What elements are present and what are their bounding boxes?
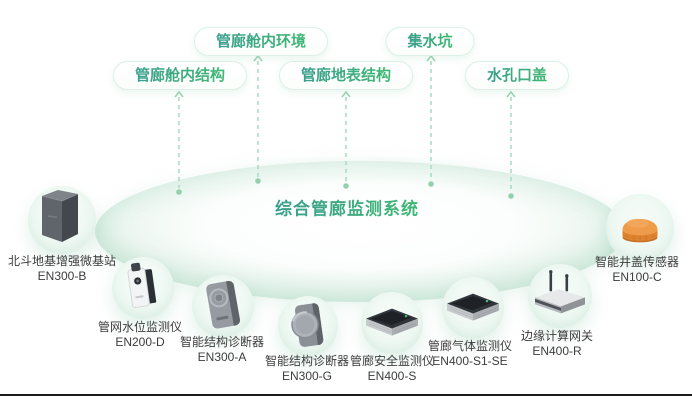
pill-cabin-environment-label: 管廊舱内环境 [215, 33, 307, 50]
device-model: EN300-G [281, 368, 333, 383]
device-name: 北斗地基增强微基站 [7, 254, 117, 268]
pill-surface-structure: 管廊地表结构 [278, 61, 414, 90]
device-label: 管廊安全监测仪 EN400-S [349, 354, 435, 383]
pill-sump-pit-label: 集水坑 [407, 33, 453, 50]
device-label: 智能结构诊断器 EN300-G [264, 354, 350, 383]
device-label: 管廊气体监测仪 EN400-S1-SE [427, 339, 513, 368]
edge-gateway-device-icon [535, 270, 585, 314]
manhole-sensor-device-icon [622, 218, 658, 243]
water-level-device-icon [127, 262, 157, 308]
device-label: 智能井盖传感器 EN100-C [594, 255, 680, 284]
device-name: 管网水位监测仪 [97, 320, 183, 334]
pill-cabin-structure-label: 管廊舱内结构 [134, 67, 226, 84]
device-name: 边缘计算网关 [520, 329, 594, 343]
pill-manhole-cover-label: 水孔口盖 [486, 67, 548, 84]
device-name: 智能结构诊断器 [179, 335, 265, 349]
device-model: EN400-S [367, 368, 417, 383]
device-model: EN100-C [612, 269, 662, 284]
pill-manhole-cover: 水孔口盖 [464, 61, 570, 90]
footer-divider [0, 394, 692, 396]
device-model: EN300-A [197, 349, 247, 364]
system-title: 综合管廊监测系统 [275, 195, 419, 220]
device-name: 管廊气体监测仪 [427, 339, 513, 353]
beidou-tower-device-icon [41, 189, 79, 242]
device-label: 管网水位监测仪 EN200-D [97, 320, 183, 349]
structure-diagnoser-disc-device-icon [291, 303, 324, 347]
device-model: EN400-S1-SE [432, 353, 508, 368]
safety-monitor-device-icon [366, 308, 418, 336]
pill-sump-pit: 集水坑 [385, 27, 475, 56]
pill-cabin-structure: 管廊舱内结构 [112, 61, 248, 90]
gas-monitor-device-icon [447, 293, 499, 321]
device-model: EN200-D [115, 334, 165, 349]
device-name: 智能井盖传感器 [594, 255, 680, 269]
pill-cabin-environment: 管廊舱内环境 [193, 27, 329, 56]
device-label: 边缘计算网关 EN400-R [520, 329, 594, 358]
device-name: 智能结构诊断器 [264, 354, 350, 368]
pill-surface-structure-label: 管廊地表结构 [300, 67, 392, 84]
device-label: 北斗地基增强微基站 EN300-B [7, 254, 117, 283]
device-label: 智能结构诊断器 EN300-A [179, 335, 265, 364]
device-model: EN400-R [532, 343, 582, 358]
structure-diagnoser-device-icon [206, 280, 240, 329]
device-model: EN300-B [37, 268, 87, 283]
device-name: 管廊安全监测仪 [349, 354, 435, 368]
